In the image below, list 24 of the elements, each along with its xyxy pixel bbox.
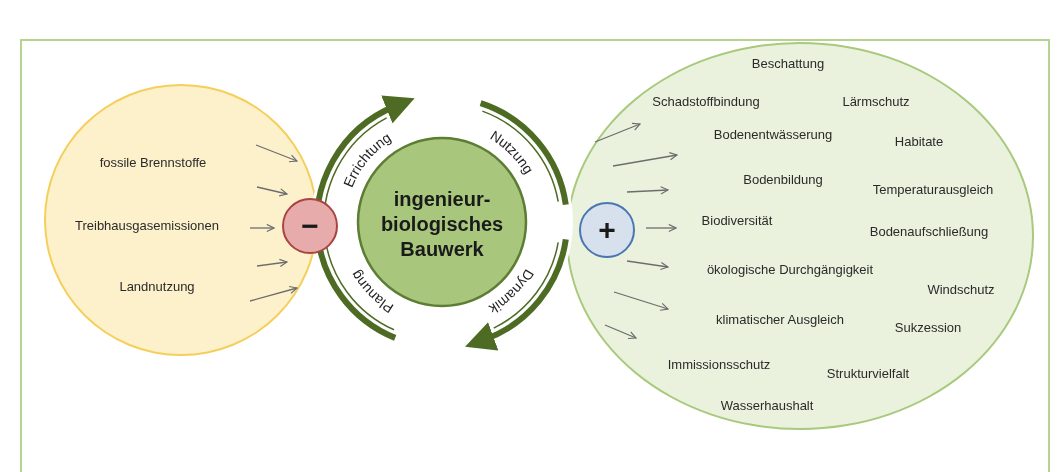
- center-label: ingenieur- biologisches Bauwerk: [379, 187, 505, 262]
- item-label: Landnutzung: [119, 278, 195, 294]
- item-label: Temperaturausgleich: [872, 181, 994, 197]
- plus-circle: [579, 202, 635, 258]
- item-label: Lärmschutz: [842, 93, 910, 109]
- minus-circle: [282, 198, 338, 254]
- item-label: Beschattung: [751, 55, 825, 71]
- item-label: Immissionsschutz: [667, 356, 771, 372]
- item-label: fossile Brennstoffe: [99, 154, 207, 170]
- item-label: Strukturvielfalt: [826, 365, 910, 381]
- item-label: Sukzession: [894, 319, 962, 335]
- item-label: Treibhausgasemissionen: [75, 217, 219, 233]
- item-label: Biodiversität: [701, 212, 773, 228]
- item-label: Wasserhaushalt: [720, 397, 814, 413]
- item-label: ökologische Durchgängigkeit: [706, 261, 874, 277]
- sign-symbol: −: [301, 211, 319, 241]
- item-label: Bodenaufschließung: [869, 223, 989, 239]
- sign-symbol: +: [598, 215, 616, 245]
- item-label: Windschutz: [927, 281, 995, 297]
- item-label: Bodenentwässerung: [713, 126, 833, 142]
- item-label: klimatischer Ausgleich: [716, 311, 844, 327]
- item-label: Schadstoffbindung: [652, 93, 760, 109]
- item-label: Bodenbildung: [743, 171, 823, 187]
- item-label: Habitate: [894, 133, 944, 149]
